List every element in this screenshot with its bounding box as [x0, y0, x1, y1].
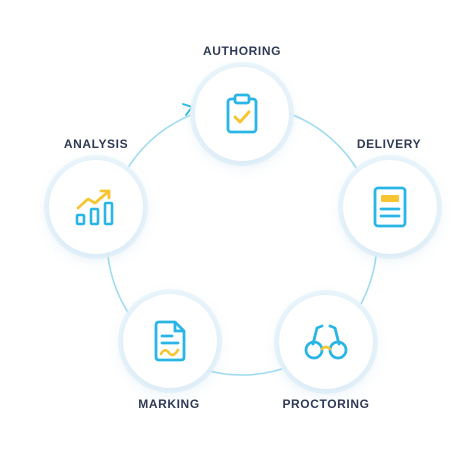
step-analysis-node[interactable]	[49, 160, 143, 254]
step-proctoring-label: PROCTORING	[282, 397, 370, 411]
trend-chart-icon	[75, 189, 114, 226]
step-marking-label: MARKING	[138, 397, 200, 411]
document-icon	[373, 186, 407, 228]
step-analysis-label: ANALYSIS	[63, 137, 129, 151]
clipboard-check-icon	[226, 93, 258, 134]
arrow-head-icon	[182, 103, 193, 116]
step-authoring-label: AUTHORING	[202, 44, 282, 58]
step-delivery-node[interactable]	[343, 160, 437, 254]
step-marking-node[interactable]	[123, 294, 217, 388]
step-delivery-label: DELIVERY	[356, 137, 422, 151]
step-authoring-node[interactable]	[195, 67, 289, 161]
glasses-icon	[304, 324, 348, 360]
graded-paper-icon	[154, 320, 186, 362]
step-proctoring-node[interactable]	[279, 295, 373, 389]
